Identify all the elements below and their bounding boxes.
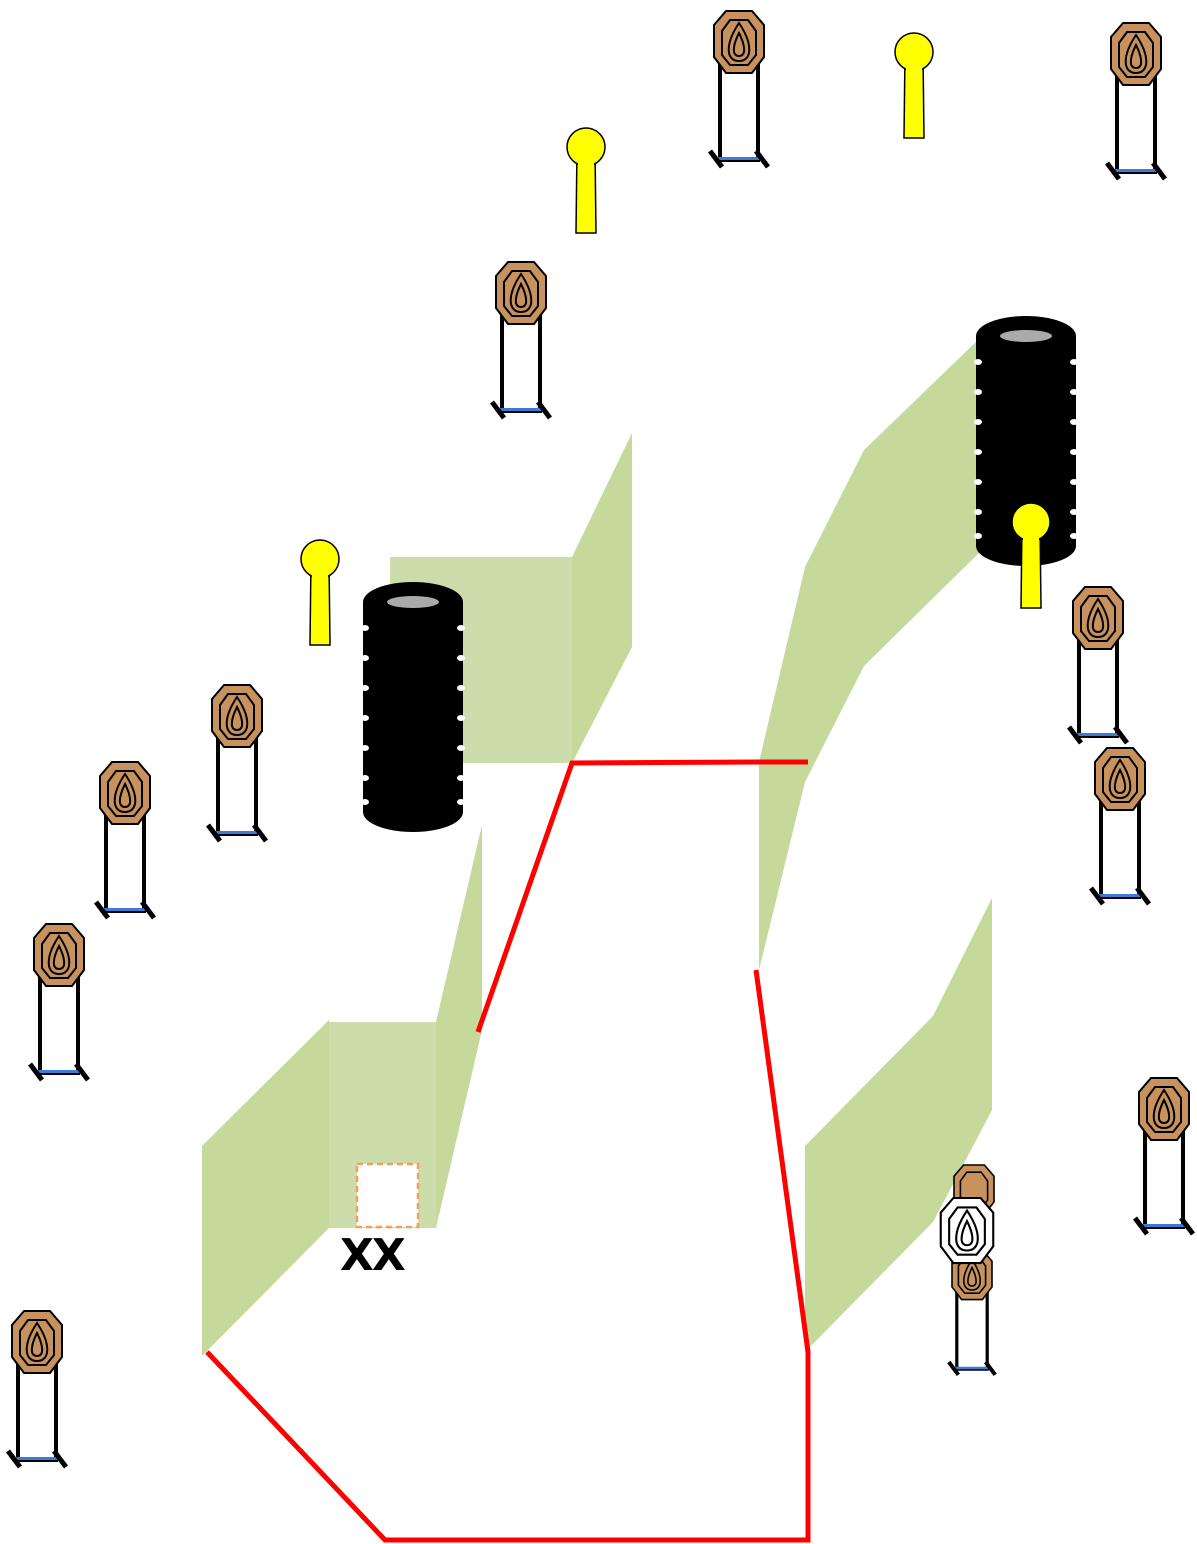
- wall-panel: [805, 450, 864, 782]
- wall-panel: [805, 1016, 933, 1352]
- wall-panel: [759, 567, 805, 970]
- paper-target-icon: [8, 1311, 66, 1467]
- start-box-icon: [355, 1162, 420, 1229]
- paper-target-icon: [1135, 1078, 1193, 1234]
- paper-target-icon: [710, 11, 768, 167]
- fault-line: [205, 969, 811, 1543]
- target-group-with-no-shoot: [939, 1164, 995, 1375]
- wall-panel: [572, 433, 632, 763]
- paper-target-icon: [30, 924, 88, 1080]
- wall-panel: [436, 825, 482, 1228]
- paper-target-icon: [96, 762, 154, 918]
- wall-panel: [864, 338, 980, 666]
- start-label: XX: [340, 1230, 406, 1281]
- fault-line: [475, 759, 808, 1033]
- steel-popper-icon: [566, 127, 606, 234]
- paper-target-icon: [1107, 23, 1165, 179]
- paper-target-icon: [1069, 587, 1127, 743]
- wall-panel: [933, 898, 992, 1222]
- steel-popper-icon: [300, 539, 340, 646]
- paper-target-icon: [208, 685, 266, 841]
- paper-target-icon: [949, 1250, 995, 1375]
- walls: [202, 338, 992, 1356]
- wall-panel: [202, 1020, 329, 1356]
- fault-lines: [205, 759, 811, 1543]
- steel-popper-icon: [894, 32, 934, 139]
- no-shoot-target-icon: [939, 1196, 995, 1265]
- paper-target-icon: [1091, 748, 1149, 904]
- barrel-stack-icon: [361, 582, 465, 832]
- paper-target-icon: [492, 262, 550, 418]
